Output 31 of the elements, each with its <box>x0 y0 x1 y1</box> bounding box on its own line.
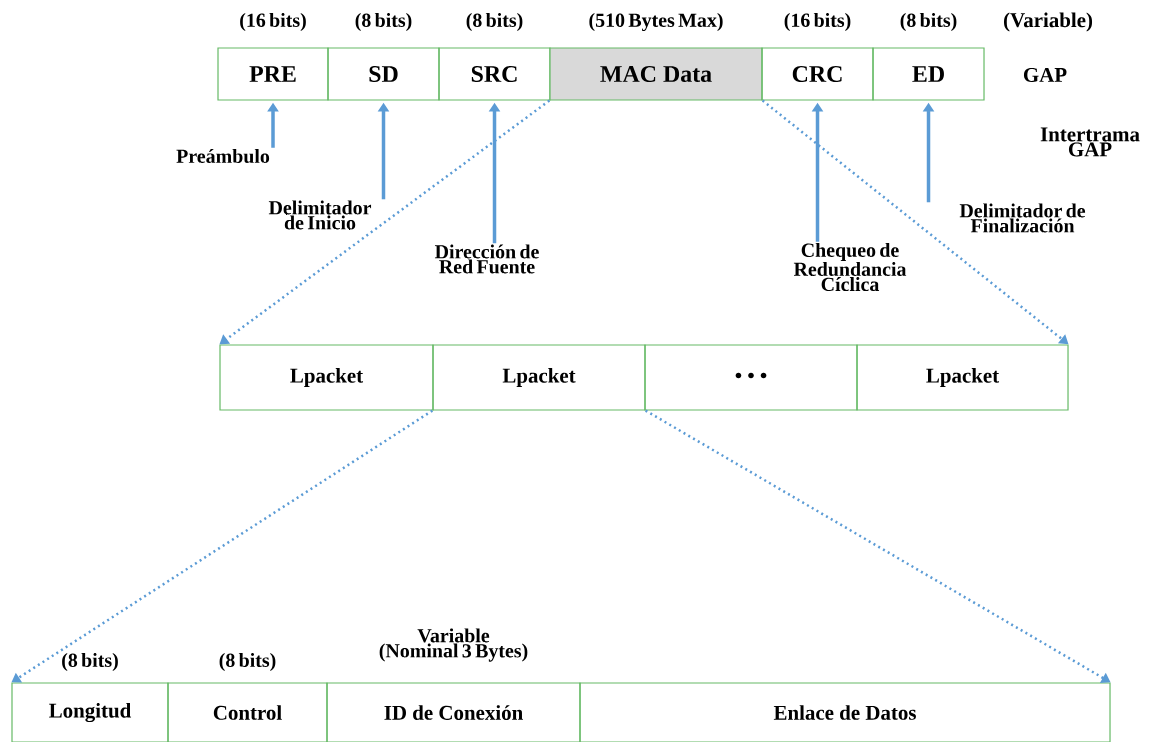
field-cell: Lpacket <box>856 344 1069 411</box>
size-label: (8 bits) <box>466 12 523 32</box>
field-label: Delimitador de Finalización <box>959 203 1086 233</box>
gap-label: GAP <box>1023 67 1067 83</box>
field-cell: Enlace de Datos <box>579 682 1111 742</box>
field-cell: ED <box>872 47 985 101</box>
field-cell: SD <box>327 47 440 101</box>
field-cell: Lpacket <box>432 344 646 411</box>
size-label: (8 bits) <box>900 12 957 32</box>
arrow <box>761 99 1069 345</box>
field-cell: • • • <box>644 344 858 411</box>
size-label: (8 bits) <box>62 652 118 672</box>
field-label: Chequeo de Redundancia Cíclica <box>793 242 907 292</box>
size-label: (16 bits) <box>240 12 306 32</box>
field-label: Delimitador de Inicio <box>268 200 372 230</box>
size-label: (8 bits) <box>219 652 276 672</box>
field-cell: CRC <box>761 47 874 101</box>
size-label: (8 bits) <box>355 12 412 32</box>
field-cell: PRE <box>217 47 329 101</box>
field-cell: Longitud <box>11 682 169 742</box>
gap-label: Intertrama GAP <box>1040 127 1140 157</box>
field-cell: Lpacket <box>219 344 434 411</box>
field-cell: Control <box>167 682 328 742</box>
size-label: (16 bits) <box>784 12 851 32</box>
gap-label: (Variable) <box>1004 12 1093 32</box>
size-label: (510 Bytes Max) <box>589 12 723 32</box>
field-label: Dirección de Red Fuente <box>434 244 539 274</box>
field-cell: MAC Data <box>549 47 763 101</box>
field-label: Preámbulo <box>176 148 270 164</box>
size-label: Variable (Nominal 3 Bytes) <box>379 628 528 662</box>
field-cell: ID de Conexión <box>326 682 581 742</box>
